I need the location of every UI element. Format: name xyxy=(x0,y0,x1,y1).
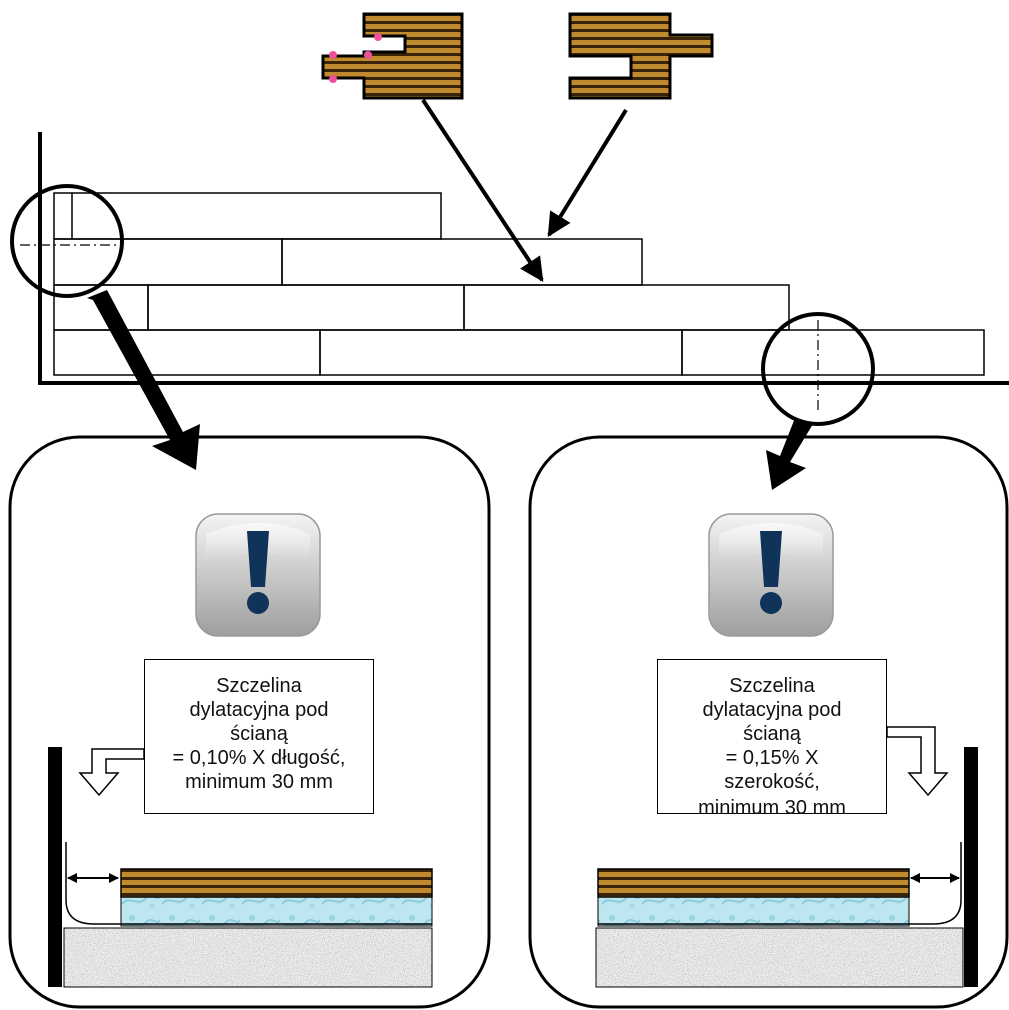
note-line: ścianą xyxy=(230,723,288,745)
floor-cross-section-right xyxy=(595,747,978,988)
note-line: minimum 30 mm xyxy=(698,797,846,819)
magnifier-icon xyxy=(10,184,200,470)
note-line: Szczelina xyxy=(216,675,302,697)
note-line: minimum 30 mm xyxy=(185,771,333,793)
hollow-arrow-icon xyxy=(78,748,145,797)
note-line: dylatacyjna pod xyxy=(702,699,842,721)
tongue-plank-icon xyxy=(321,12,464,100)
note-line: Szczelina xyxy=(729,675,815,697)
note-line: = 0,10% X długość, xyxy=(172,747,346,769)
note-line: ścianą xyxy=(743,723,801,745)
floor-cross-section-left xyxy=(48,747,433,988)
note-line: = 0,15% X xyxy=(725,747,819,769)
pointer-arrow xyxy=(547,108,628,238)
floor-planks xyxy=(53,192,985,376)
note-line: dylatacyjna pod xyxy=(189,699,329,721)
hollow-arrow-icon xyxy=(886,726,949,797)
pointer-arrow xyxy=(421,98,544,283)
exclamation-icon xyxy=(708,513,834,637)
expansion-gap-note-right: Szczelina dylatacyjna pod ścianą = 0,15%… xyxy=(657,659,887,819)
note-line: szerokość, xyxy=(724,771,820,793)
detail-panel-right xyxy=(528,435,1009,1009)
groove-plank-icon xyxy=(568,12,714,100)
expansion-gap-note-left: Szczelina dylatacyjna pod ścianą = 0,10%… xyxy=(144,659,374,814)
exclamation-icon xyxy=(195,513,321,637)
detail-panel-left xyxy=(8,435,491,1009)
